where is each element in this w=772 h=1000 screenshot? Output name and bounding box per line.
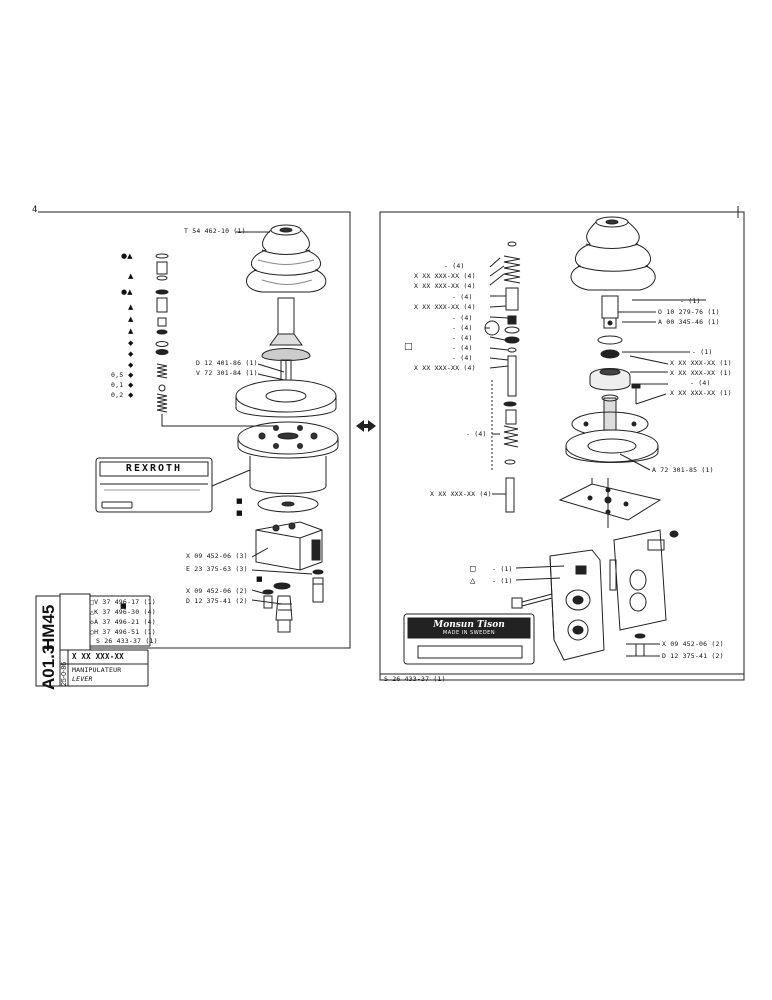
callout-label: - (4) [444,262,465,270]
callout-label: - (4) [452,324,473,332]
label-d12375: D 12 375-41 (2) [186,597,248,605]
callout-label: X XX XXX-XX (1) [670,359,732,367]
parts-list-item: ◇A 37 496-21 (4) [90,618,156,626]
parts-list-item: ○H 37 496-51 (1) [90,628,156,636]
marker-diamond-icon: ◆ [128,350,134,358]
double-arrow-icon [356,420,376,432]
marker-triangle-icon: ▲ [128,315,134,323]
left-panel-frame [38,211,351,649]
label-x09452-3: X 09 452-06 (3) [186,552,248,560]
nameplate-brand: Monsun Tison [433,620,505,630]
marker-square-icon: ■ [256,575,263,583]
marker-triangle-icon: ▲ [128,272,134,280]
callout-label: - (4) [452,344,473,352]
label-d12375: D 12 375-41 (2) [662,652,724,660]
parts-list-item: △K 37 496-30 (4) [90,608,156,616]
marker-diamond-icon: ◆ [128,381,134,389]
callout-label: A 00 345-46 (1) [658,318,720,326]
callout-label: X XX XXX-XX (1) [670,369,732,377]
label-e23375: E 23 375-63 (3) [186,565,248,573]
marker-diamond-icon: ◆ [128,371,134,379]
rexroth-brand-text: REXROTH [125,463,183,474]
code-field: X XX XXX-XX [72,652,124,661]
left-assembly [95,224,339,633]
callout-label: X XX XXX-XX (1) [670,389,732,397]
marker-diamond-icon: ◆ [128,361,134,369]
page-number: A01.3 [39,644,58,690]
callout-label: - (4) [452,314,473,322]
callout-label: X XX XXX-XX (4) [414,303,476,311]
callout-label: - (4) [452,293,473,301]
label-boot-part: T 54 462-10 (1) [184,227,246,235]
parts-list-item: S 26 433-37 (1) [96,637,158,645]
model-number: HM45 [39,604,58,650]
sym-callout: □ - (1) [470,564,513,574]
date-stamp: 25-0-86 [61,661,68,686]
callout-label: - (4) [452,354,473,362]
callout-label: - (4) [690,379,711,387]
right-panel-frame [379,211,745,681]
callout-label: O 10 279-76 (1) [658,308,720,316]
marker-circle-triangle-icon: ●▲ [121,252,133,260]
marker-square-icon: ■ [120,602,127,610]
marker-diamond-icon: ◆ [128,391,134,399]
label-v72301: V 72 301-84 (1) [196,369,258,377]
marker-square-outline-icon: □ [404,342,413,352]
sym-callout: △ - (1) [470,576,513,586]
footer-part-number: S 26 433-37 (1) [384,675,446,683]
marker-square-icon: ■ [236,509,243,517]
right-assembly [403,216,706,665]
callout-label: X XX XXX-XX (4) [414,272,476,280]
part-name-fr: MANIPULATEUR [72,666,122,674]
corner-mark: 4 [32,205,38,215]
marker-diamond-icon: ◆ [128,339,134,347]
callout-label: - (1) [680,297,701,305]
marker-triangle-icon: ▲ [128,327,134,335]
label-a72301: A 72 301-85 (1) [652,466,714,474]
part-name-en: LEVER [72,675,93,683]
spring-value: 0,5 [111,371,124,379]
spring-value: 0,1 [111,381,124,389]
title-block-lines [35,593,151,687]
callout-label: - (1) [692,348,713,356]
rubber-boot-left [246,224,327,293]
nameplate-subtitle: MADE IN SWEDEN [442,630,496,636]
label-x09452: X 09 452-06 (2) [662,640,724,648]
left-small-parts [155,253,278,427]
callout-label: - (4) [452,334,473,342]
label-x09452-2: X 09 452-06 (2) [186,587,248,595]
callout-label: X XX XXX-XX (4) [414,364,476,372]
label-d12401: D 12 401-86 (1) [196,359,258,367]
group-label: - (4) [466,430,487,438]
marker-circle-triangle-icon: ●▲ [121,288,133,296]
marker-square-icon: ■ [236,497,243,505]
callout-label: X XX XXX-XX (4) [414,282,476,290]
marker-triangle-icon: ▲ [128,303,134,311]
parts-list-item: □V 37 496-17 (1) [90,598,156,606]
spring-value: 0,2 [111,391,124,399]
callout-label: X XX XXX-XX (4) [430,490,492,498]
